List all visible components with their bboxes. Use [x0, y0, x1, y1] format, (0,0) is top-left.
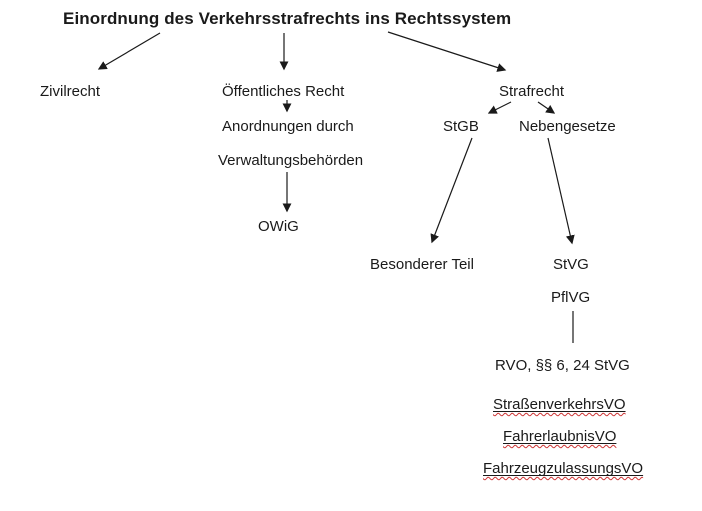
node-fahrzeugzulassungsvo: FahrzeugzulassungsVO — [483, 461, 643, 477]
arrow-stgb-to-besonderer-teil — [430, 137, 473, 244]
node-nebengesetze: Nebengesetze — [519, 118, 616, 135]
arrow-nebengesetze-to-stvg — [547, 137, 575, 245]
node-oeffentliches-recht: Öffentliches Recht — [222, 83, 345, 100]
node-strassenverkehrsvo: StraßenverkehrsVO — [493, 397, 626, 413]
arrow-strafrecht-to-stgb — [487, 101, 512, 114]
diagram-title: Einordnung des Verkehrsstrafrechts ins R… — [63, 9, 512, 28]
spellcheck-squiggle: FahrzeugzulassungsVO — [483, 460, 644, 477]
node-besonderer-teil: Besonderer Teil — [370, 256, 474, 273]
spellcheck-squiggle: FahrerlaubnisVO — [503, 428, 617, 445]
node-stvg: StVG — [553, 256, 589, 273]
node-stgb: StGB — [443, 118, 479, 135]
spellcheck-squiggle: StraßenverkehrsVO — [493, 396, 626, 413]
node-rvo-paragraphs: RVO, §§ 6, 24 StVG — [495, 357, 630, 374]
arrow-title-to-zivilrecht — [97, 32, 161, 70]
node-verwaltungsbehoerden: Verwaltungsbehörden — [218, 152, 364, 169]
node-fahrerlaubnisvo: FahrerlaubnisVO — [503, 429, 616, 445]
arrow-strafrecht-to-nebengesetze — [537, 101, 556, 114]
node-anordnungen-durch: Anordnungen durch — [222, 118, 354, 135]
arrow-title-to-strafrecht — [387, 31, 507, 72]
node-zivilrecht: Zivilrecht — [40, 83, 101, 100]
node-strafrecht: Strafrecht — [499, 83, 565, 100]
node-pflvg: PflVG — [551, 289, 591, 306]
node-owig: OWiG — [258, 218, 299, 235]
